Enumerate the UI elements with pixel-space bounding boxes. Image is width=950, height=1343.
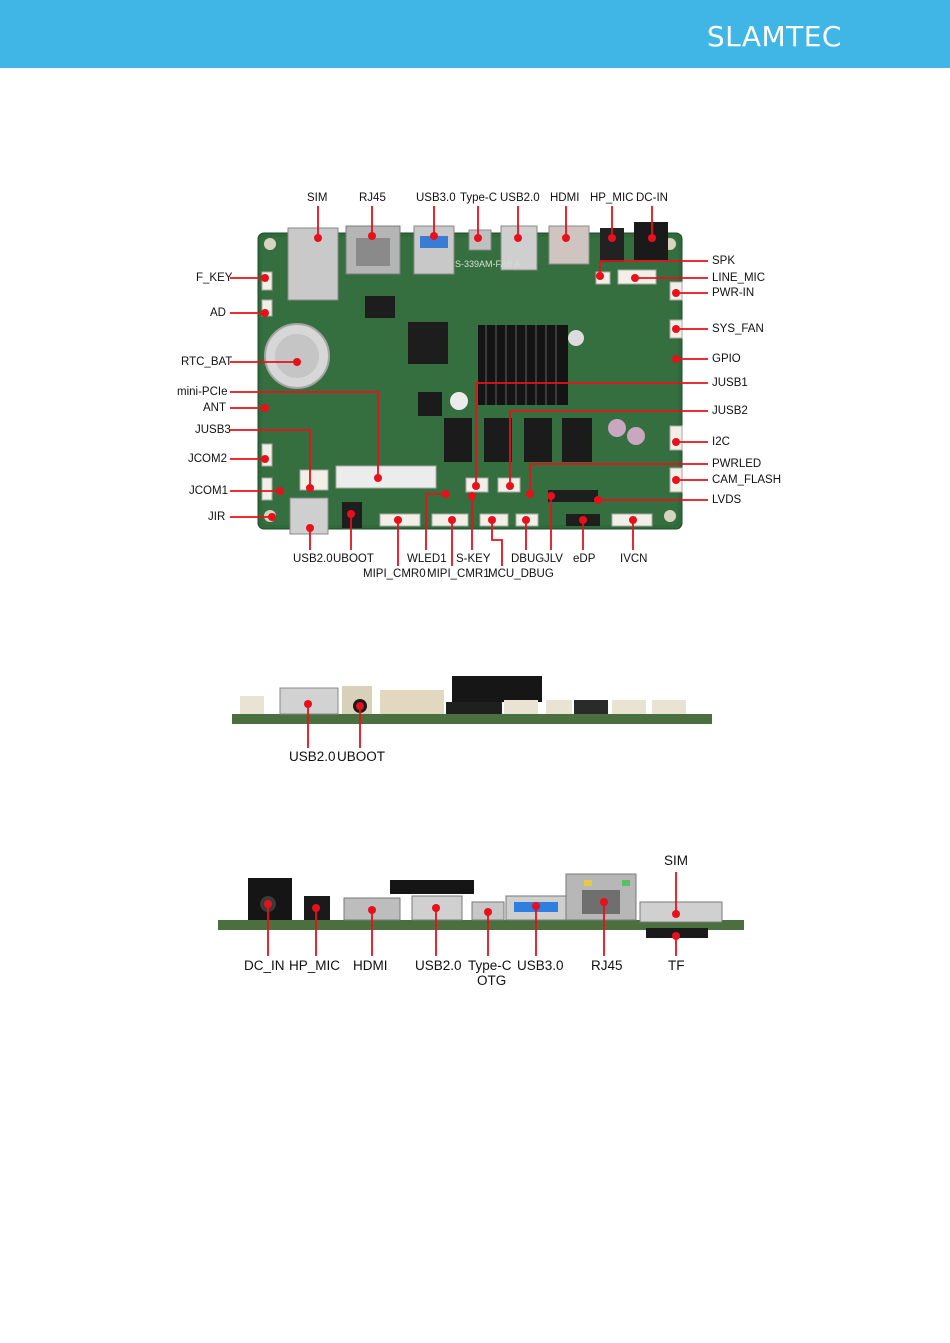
side2-label-rj45: RJ45 <box>591 958 623 973</box>
label-hp-mic: HP_MIC <box>590 192 634 204</box>
label-dc-in: DC-IN <box>636 192 668 204</box>
side2-label-usb3: USB3.0 <box>517 958 564 973</box>
label-cam-flash: CAM_FLASH <box>712 474 782 486</box>
label-usb2-bottom: USB2.0 <box>293 553 333 565</box>
label-mipi-cmr1: MIPI_CMR1 <box>427 568 490 580</box>
label-jusb3: JUSB3 <box>195 424 231 436</box>
side2-label-otg: OTG <box>477 973 507 988</box>
side2-label-typec: Type-C <box>468 958 512 973</box>
side2-label-sim: SIM <box>664 853 689 868</box>
label-jusb2: JUSB2 <box>712 405 748 417</box>
label-f-key: F_KEY <box>196 272 233 284</box>
label-jir: JIR <box>208 511 226 523</box>
label-jusb1: JUSB1 <box>712 377 748 389</box>
label-dbug: DBUG <box>511 553 545 565</box>
label-jcom2: JCOM2 <box>188 453 227 465</box>
label-typec: Type-C <box>460 192 498 204</box>
label-hdmi: HDMI <box>550 192 580 204</box>
label-jcom1: JCOM1 <box>189 485 228 497</box>
side2-label-dc-in: DC_IN <box>244 958 285 973</box>
label-ant: ANT <box>203 402 226 414</box>
sim-slot <box>287 227 339 301</box>
side2-label-hp-mic: HP_MIC <box>289 958 341 973</box>
label-sys-fan: SYS_FAN <box>712 323 764 335</box>
label-s-key: S-KEY <box>456 553 491 565</box>
usb2-port <box>500 225 538 271</box>
label-ad: AD <box>210 307 226 319</box>
side-pcb-1 <box>232 714 712 724</box>
label-rj45: RJ45 <box>359 192 386 204</box>
label-pwr-in: PWR-IN <box>712 287 755 299</box>
label-sim: SIM <box>307 192 328 204</box>
side2-label-hdmi: HDMI <box>353 958 388 973</box>
label-pwrled: PWRLED <box>712 458 762 470</box>
label-edp: eDP <box>573 553 596 565</box>
side2-label-tf: TF <box>668 958 685 973</box>
label-mcu-dbug: MCU_DBUG <box>488 568 554 580</box>
label-usb2: USB2.0 <box>500 192 540 204</box>
label-wled1: WLED1 <box>407 553 447 565</box>
header-bar: SLAMTEC <box>0 0 950 68</box>
side2-label-usb2: USB2.0 <box>415 958 462 973</box>
label-mipi-cmr0: MIPI_CMR0 <box>363 568 426 580</box>
label-usb3: USB3.0 <box>416 192 456 204</box>
label-lvds: LVDS <box>712 494 742 506</box>
side-pcb-2 <box>218 920 744 930</box>
label-gpio: GPIO <box>712 353 741 365</box>
mini-pcie-slot <box>335 465 437 489</box>
label-i2c: I2C <box>712 436 730 448</box>
brand-logo: SLAMTEC <box>706 20 842 53</box>
hdmi-port <box>548 225 590 265</box>
label-jlv: JLV <box>544 553 563 565</box>
label-uboot: UBOOT <box>333 553 374 565</box>
label-rtc-bat: RTC_BAT <box>181 356 233 368</box>
label-mini-pcie: mini-PCIe <box>177 386 228 398</box>
side1-label-usb2: USB2.0 <box>289 749 336 764</box>
heatsink <box>478 325 568 405</box>
board-silkscreen: S-339AM-FAB A <box>455 259 521 269</box>
label-ivcn: IVCN <box>620 553 648 565</box>
label-spk: SPK <box>712 255 736 267</box>
side1-label-uboot: UBOOT <box>337 749 386 764</box>
label-line-mic: LINE_MIC <box>712 272 766 284</box>
